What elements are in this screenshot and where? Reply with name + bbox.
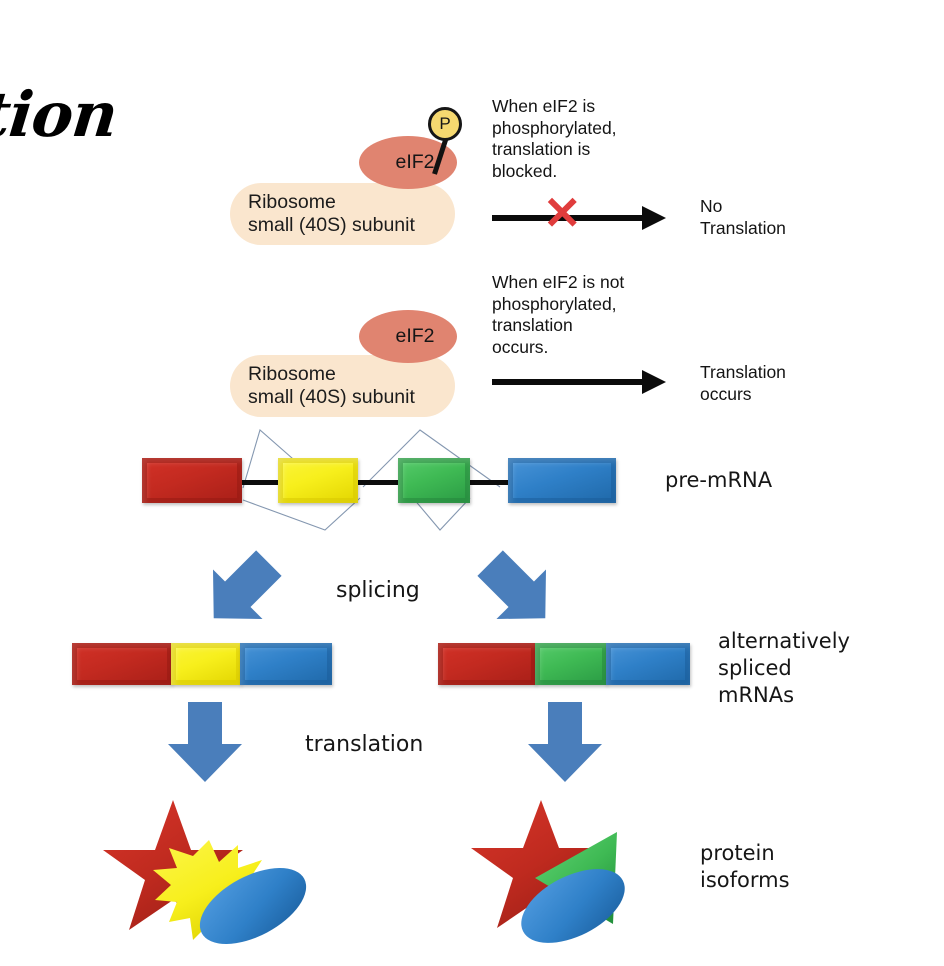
blocked-arrow (492, 204, 692, 232)
spliced-mrna-products-label: alternatively spliced mRNAs (718, 629, 850, 707)
ribosome-label-line1: Ribosome (248, 191, 336, 213)
pre-mrna-label: pre-mRNA (665, 468, 773, 492)
note-unphosphorylated: When eIF2 is not phosphorylated, transla… (492, 272, 625, 357)
ribosome-small-subunit-phospho: Ribosome small (40S) subunit (230, 183, 455, 245)
spliced-left-exon-red (72, 643, 172, 685)
phosphate-label: P (439, 114, 451, 133)
panel-phosphorylated: Ribosome small (40S) subunit eIF2 P When… (0, 0, 944, 260)
protein-isoform-right (471, 800, 625, 943)
ribosome-label-line2: small (40S) subunit (248, 214, 415, 236)
phosphate-group-icon: P (428, 107, 462, 141)
blue-ellipse-shape (199, 868, 307, 944)
eif2-label: eIF2 (395, 151, 435, 173)
translation-arrow-left-icon (168, 702, 242, 782)
spliced-mrna-right (438, 643, 690, 685)
translation-label: translation (305, 732, 424, 757)
outcome-no-translation: No Translation (700, 196, 786, 238)
splicing-arrow-left-icon (213, 550, 282, 619)
block-x-icon: ✕ (543, 187, 582, 239)
note-phosphorylated: When eIF2 is phosphorylated, translation… (492, 96, 617, 181)
spliced-right-exon-green (535, 643, 607, 685)
ribosome-label-line1: Ribosome (248, 363, 336, 385)
spliced-left-exon-blue (240, 643, 332, 685)
eif2-factor-unphospho: eIF2 (359, 310, 457, 363)
spliced-left-exon-yellow (171, 643, 241, 685)
red-star-shape (471, 800, 611, 928)
translation-step: translation (0, 702, 944, 787)
red-star-shape (103, 800, 243, 930)
spliced-mrna-row: alternatively spliced mRNAs (0, 629, 944, 707)
protein-isoforms-label: protein isoforms (700, 841, 790, 892)
eif2-label: eIF2 (395, 325, 435, 347)
splicing-step: splicing (0, 548, 944, 633)
blue-ellipse-shape (521, 869, 625, 943)
translation-arrow-right-icon (528, 702, 602, 782)
ribosome-label-line2: small (40S) subunit (248, 386, 415, 408)
pre-mrna-row: pre-mRNA (0, 425, 944, 540)
panel-unphosphorylated: Ribosome small (40S) subunit eIF2 When e… (0, 0, 944, 420)
pre-mrna-exon-2 (278, 458, 358, 503)
splicing-arrow-right-icon (477, 550, 546, 619)
ribosome-small-subunit-unphospho: Ribosome small (40S) subunit (230, 355, 455, 417)
pre-mrna-exon-4 (508, 458, 616, 503)
pre-mrna-exon-3 (398, 458, 470, 503)
spliced-mrna-left (72, 643, 332, 685)
protein-isoform-left (103, 800, 307, 944)
outcome-translation-occurs: Translation occurs (700, 362, 786, 404)
spliced-right-exon-blue (606, 643, 690, 685)
protein-isoform-row: protein isoforms (0, 788, 944, 966)
translation-arrow (492, 368, 692, 396)
spliced-right-exon-red (438, 643, 536, 685)
splicing-label: splicing (336, 578, 420, 603)
pre-mrna-exon-1 (142, 458, 242, 503)
